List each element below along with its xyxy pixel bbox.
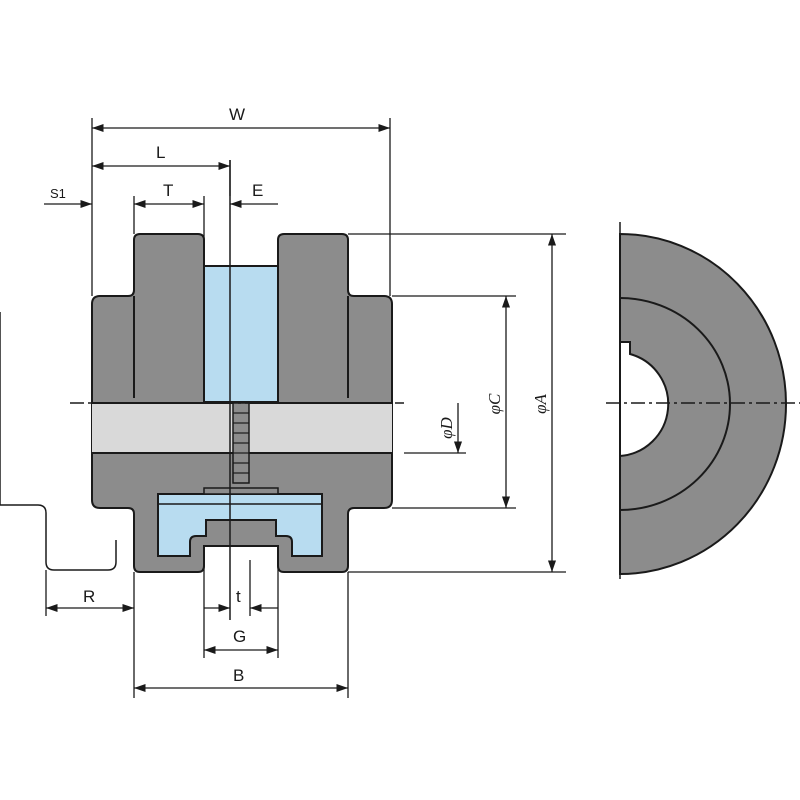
label-E: E	[252, 181, 263, 200]
label-phiA: φA	[531, 393, 550, 413]
shaft-outline	[0, 312, 117, 571]
upper-spacer	[203, 265, 279, 403]
end-view-bore	[619, 341, 670, 458]
section-view	[70, 160, 404, 620]
end-view	[606, 222, 800, 582]
lower-spacer	[157, 493, 323, 557]
dimension-labels: W L S1 T E R t G B φD φC φA	[50, 105, 550, 685]
label-phiC: φC	[485, 393, 504, 414]
label-G: G	[233, 627, 246, 646]
end-view-outer-ring	[619, 232, 787, 576]
end-view-inner-ring	[619, 297, 731, 511]
dimension-lines	[44, 118, 566, 698]
label-T: T	[163, 181, 173, 200]
center-teeth	[232, 402, 250, 484]
label-B: B	[233, 666, 244, 685]
label-L: L	[156, 143, 165, 162]
label-R: R	[83, 587, 95, 606]
label-phiD: φD	[437, 416, 456, 438]
label-S1: S1	[50, 186, 66, 201]
label-t: t	[236, 587, 241, 606]
label-W: W	[229, 105, 245, 124]
